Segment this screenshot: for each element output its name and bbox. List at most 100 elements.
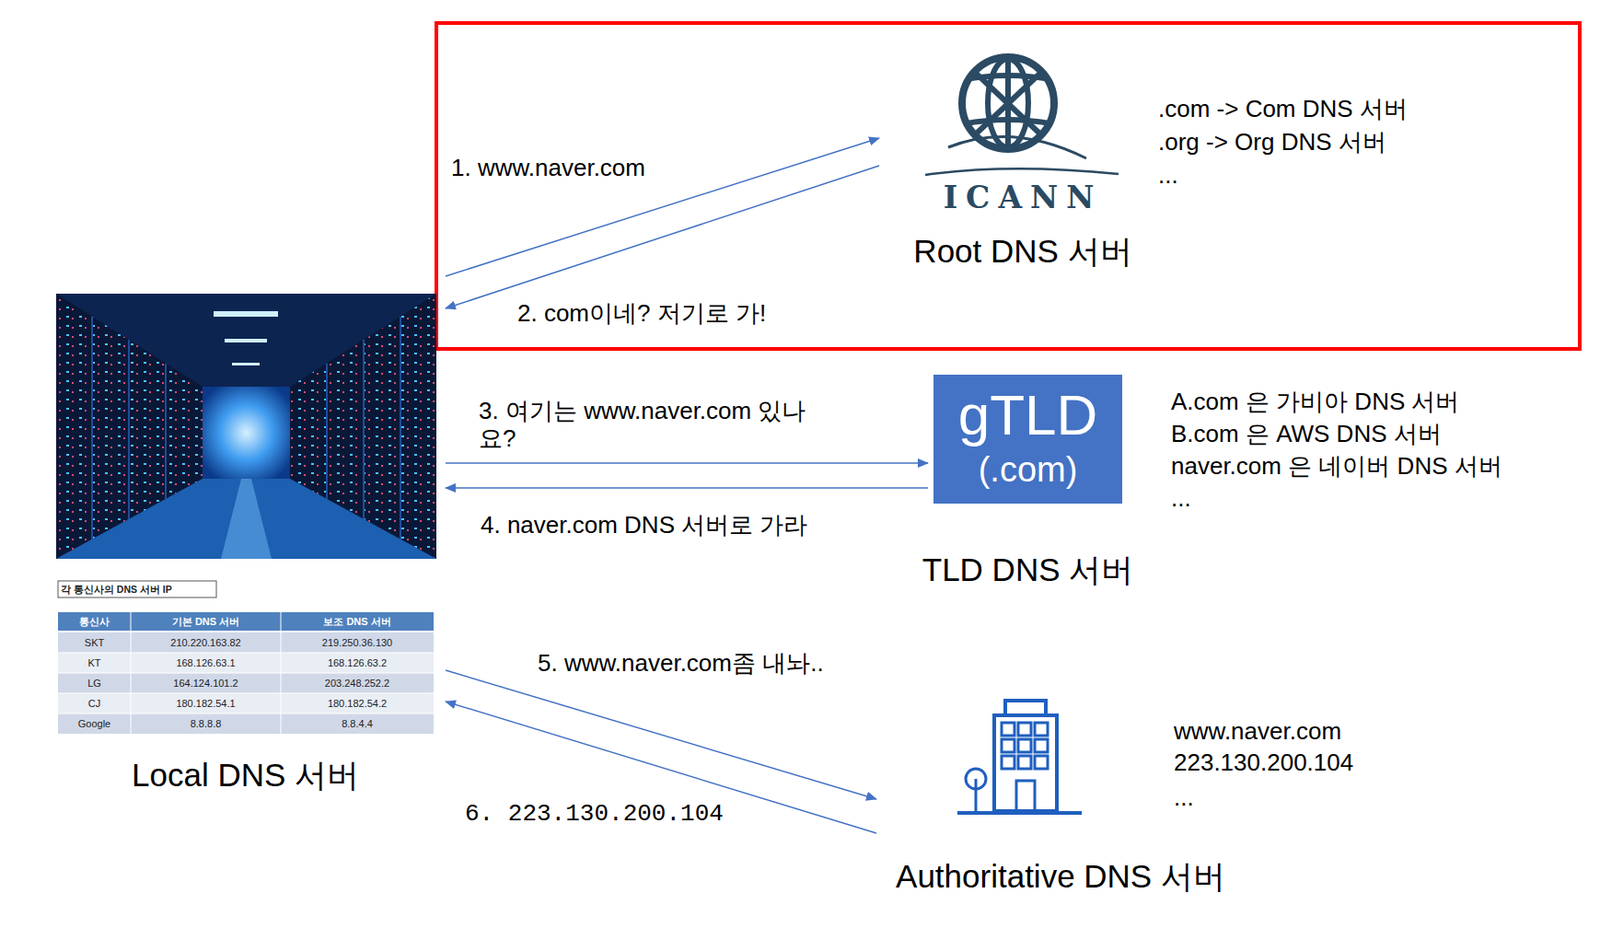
logo-swoosh — [948, 136, 1087, 159]
table-rule — [57, 713, 434, 715]
box-title: gTLD — [958, 382, 1099, 448]
rack-divider — [91, 316, 93, 540]
rack-divider — [362, 339, 365, 520]
table-cell: 8.8.4.4 — [280, 713, 434, 734]
annotation: ... — [1171, 485, 1192, 513]
table-cell: 219.250.36.130 — [280, 632, 434, 653]
building-window — [1034, 755, 1048, 769]
edge-label: 4. naver.com DNS 서버로 가라 — [480, 511, 808, 540]
rack-divider — [399, 316, 402, 540]
root-dns-node: ICANN Root DNS 서버 — [884, 46, 1161, 277]
building-window — [1001, 755, 1015, 769]
annotation: .org -> Org DNS 서버 — [1158, 128, 1387, 157]
node-caption: Authoritative DNS 서버 — [895, 857, 1226, 895]
building-window — [1001, 722, 1015, 736]
annotation: ... — [1173, 784, 1195, 812]
table-cell: 8.8.8.8 — [130, 713, 281, 734]
table-rule — [130, 612, 132, 734]
annotation: A.com 은 가비아 DNS 서버 — [1171, 388, 1460, 417]
annotation: B.com 은 AWS DNS 서버 — [1171, 420, 1442, 449]
node-caption: Root DNS 서버 — [913, 232, 1132, 270]
table-cell: LG — [57, 672, 131, 694]
table-cell: 180.182.54.2 — [280, 693, 434, 714]
building-door — [1016, 780, 1035, 812]
highlight-frame — [436, 23, 1580, 349]
rack-divider — [325, 363, 328, 499]
table-cell: 보조 DNS 서버 — [280, 612, 434, 631]
photo-ground — [56, 293, 437, 559]
table-rule — [57, 672, 434, 674]
table-cell: 203.248.252.2 — [280, 672, 434, 694]
table-rule — [57, 693, 434, 695]
tree-trunk — [974, 778, 978, 813]
tld-box: gTLD(.com)TLD DNS 서버 — [933, 374, 1123, 504]
table-cell: Google — [57, 713, 131, 734]
building-window — [1034, 722, 1048, 736]
edge-label: 1. www.naver.com — [451, 154, 646, 183]
table-header — [57, 612, 434, 631]
building-body — [994, 715, 1057, 812]
ceiling-light — [224, 338, 267, 343]
edge-label: 2. com이네? 저기로 가! — [517, 300, 766, 328]
table-cell: 168.126.63.2 — [280, 652, 434, 673]
connector-arrow — [445, 670, 877, 800]
photo-glow — [202, 386, 290, 479]
building-window — [1018, 722, 1032, 736]
rack-divider — [127, 339, 130, 520]
photo-floor — [56, 478, 437, 559]
annotation: 223.130.200.104 — [1173, 749, 1354, 777]
floor-reflection — [220, 478, 272, 559]
rack-divider — [164, 363, 167, 499]
table-title-box — [57, 580, 217, 598]
globe-outline — [962, 57, 1055, 150]
table-row — [57, 632, 434, 653]
logo-text: ICANN — [943, 180, 1103, 216]
building-window — [1018, 739, 1032, 753]
table-rule — [280, 612, 282, 734]
connector-arrow — [445, 701, 877, 834]
node-caption: TLD DNS 서버 — [922, 551, 1134, 589]
node-caption: Local DNS 서버 — [131, 756, 360, 794]
box-subtitle: (.com) — [978, 450, 1079, 491]
table-row — [57, 693, 434, 714]
table-row — [57, 672, 434, 694]
building-icon — [957, 700, 1082, 813]
table-row — [57, 713, 434, 734]
table-cell: SKT — [57, 632, 131, 653]
table-cell: KT — [57, 652, 131, 673]
logo-swoosh — [925, 168, 1119, 175]
annotation: www.naver.com — [1173, 718, 1342, 746]
connector-arrow — [445, 486, 928, 489]
connector-arrow — [445, 462, 928, 464]
icann-logo — [925, 55, 1119, 175]
table-cell: 164.124.101.2 — [130, 672, 281, 694]
server-room-photo — [56, 293, 437, 559]
edge-label: 3. 여기는 www.naver.com 있나요? — [478, 397, 820, 453]
table-rule — [57, 630, 434, 633]
table-cell: CJ — [57, 693, 131, 714]
ceiling-light — [213, 311, 279, 317]
globe-band — [966, 64, 1050, 143]
edge-label: 6. 223.130.200.104 — [464, 800, 724, 829]
ip-table — [57, 580, 434, 734]
table-row — [57, 652, 434, 673]
connector-arrow — [445, 165, 880, 309]
annotation: naver.com 은 네이버 DNS 서버 — [1171, 452, 1503, 481]
table-title: 각 통신사의 DNS 서버 IP — [60, 580, 216, 598]
globe-latitude — [957, 119, 1059, 126]
building-window — [1018, 755, 1032, 769]
building-window — [1034, 739, 1048, 753]
connector-arrow — [445, 138, 880, 277]
annotation: ... — [1158, 162, 1179, 190]
building-window — [1001, 739, 1015, 753]
table-cell: 통신사 — [57, 612, 131, 631]
table-rule — [57, 652, 434, 654]
table-cell: 기본 DNS 서버 — [130, 612, 281, 631]
edge-label: 5. www.naver.com좀 내놔.. — [537, 649, 824, 678]
ceiling-light — [231, 362, 260, 366]
table-cell: 168.126.63.1 — [130, 652, 281, 673]
table-cell: 210.220.163.82 — [130, 632, 281, 653]
table-cell: 180.182.54.1 — [130, 693, 281, 714]
building-roof — [1005, 700, 1046, 716]
